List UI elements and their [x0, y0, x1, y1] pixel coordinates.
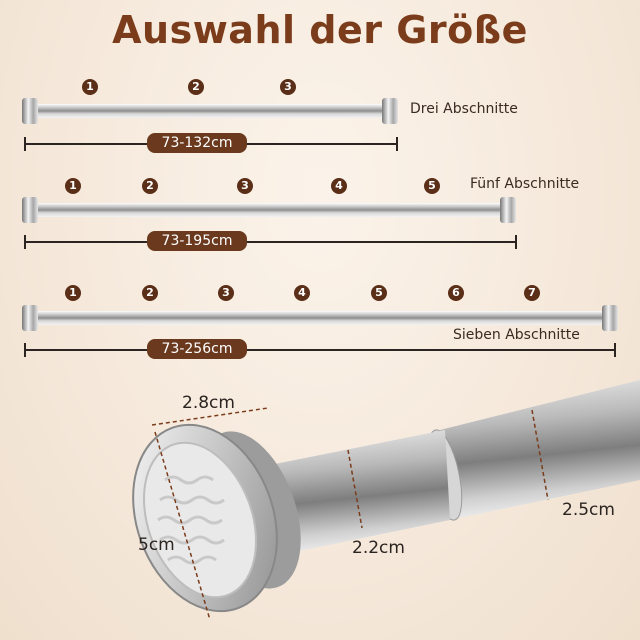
section-number: 7 [524, 285, 540, 301]
section-number: 2 [188, 79, 204, 95]
section-number: 3 [218, 285, 234, 301]
dimension-line: 73-256cm [24, 339, 616, 359]
page-title: Auswahl der Größe [112, 8, 528, 52]
section-number: 2 [142, 285, 158, 301]
range-badge: 73-195cm [147, 231, 247, 251]
range-badge: 73-132cm [147, 133, 247, 153]
section-number: 4 [331, 178, 347, 194]
section-number: 4 [294, 285, 310, 301]
section-number: 6 [448, 285, 464, 301]
rod-label: Sieben Abschnitte [453, 327, 580, 343]
rod-closeup-image [132, 380, 640, 621]
inner-tube-diameter-label: 2.2cm [352, 538, 405, 558]
section-number: 5 [424, 178, 440, 194]
inner-tube [270, 430, 450, 555]
dimension-line: 73-132cm [24, 133, 398, 153]
rod-image [28, 311, 610, 325]
measurement-guides [151, 407, 549, 621]
rod-end-cap [22, 197, 38, 223]
rod-end-cap [382, 98, 398, 124]
end-cap [132, 423, 301, 613]
cap-diameter-label: 5cm [138, 535, 175, 555]
rod-image [28, 203, 508, 217]
rod-label: Drei Abschnitte [410, 101, 518, 117]
rod-end-cap [22, 305, 38, 331]
rod-end-cap [602, 305, 618, 331]
rod-end-cap [500, 197, 516, 223]
dimension-line: 73-195cm [24, 231, 517, 251]
section-number: 5 [371, 285, 387, 301]
section-number: 1 [65, 285, 81, 301]
section-number: 3 [280, 79, 296, 95]
rod-image [28, 104, 390, 118]
section-number: 2 [142, 178, 158, 194]
outer-tube-diameter-label: 2.5cm [562, 500, 615, 520]
section-number: 1 [65, 178, 81, 194]
rod-label: Fünf Abschnitte [470, 176, 580, 192]
range-badge: 73-256cm [147, 339, 247, 359]
rod-end-cap [22, 98, 38, 124]
section-number: 1 [82, 79, 98, 95]
section-number: 3 [237, 178, 253, 194]
cap-thickness-label: 2.8cm [182, 393, 235, 413]
